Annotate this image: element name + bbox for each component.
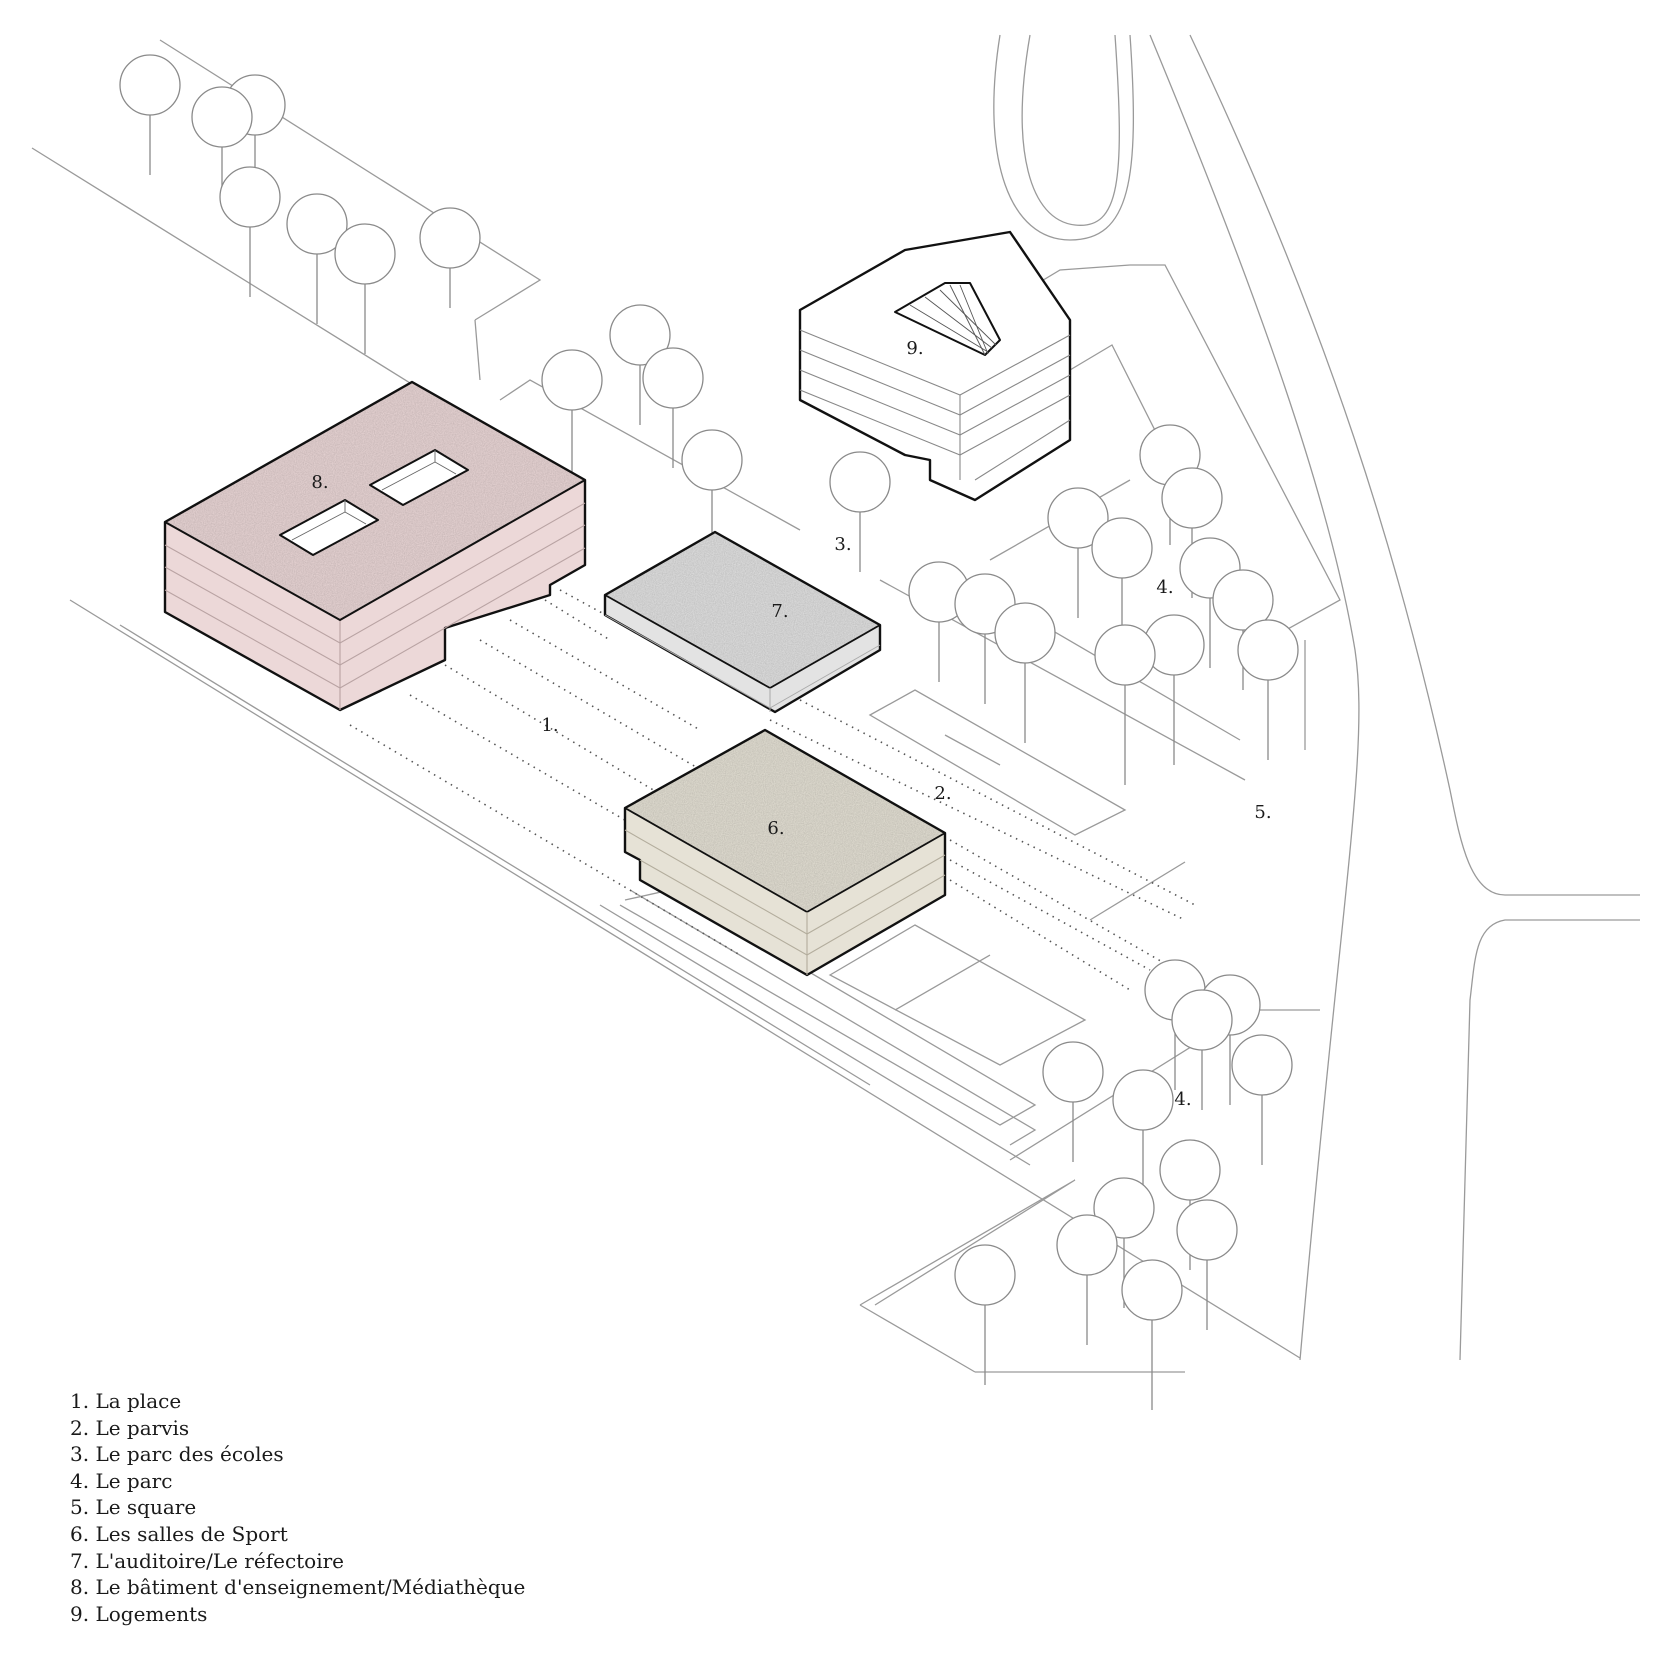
tree-canopy: [419, 207, 481, 269]
tree-canopy: [1091, 517, 1153, 579]
label-3: 3.: [834, 534, 851, 555]
trees: [119, 54, 1299, 1410]
tree-canopy: [642, 347, 704, 409]
label-5: 5.: [1254, 802, 1271, 823]
legend-item-3: 3. Le parc des écoles: [70, 1442, 284, 1467]
legend-item-4: 4. Le parc: [70, 1468, 173, 1493]
building-8-enseignement: [163, 380, 587, 712]
tree-canopy: [1161, 467, 1223, 529]
legend-item-8: 8. Le bâtiment d'enseignement/Médiathèqu…: [70, 1575, 526, 1600]
label-4-lower: 4.: [1174, 1089, 1191, 1110]
tree-canopy: [681, 429, 743, 491]
legend-item-6: 6. Les salles de Sport: [70, 1521, 288, 1546]
legend-item-7: 7. L'auditoire/Le réfectoire: [70, 1548, 345, 1573]
legend-item-5: 5. Le square: [70, 1495, 197, 1520]
tree-canopy: [829, 451, 891, 513]
tree-canopy: [1121, 1259, 1183, 1321]
tree-canopy: [1094, 624, 1156, 686]
building-9-logements: [798, 230, 1072, 502]
label-7: 7.: [771, 601, 788, 622]
tree-canopy: [119, 54, 181, 116]
building-6-salles-de-sport: [623, 728, 947, 977]
tree-canopy: [541, 349, 603, 411]
legend-item-1: 1. La place: [70, 1389, 182, 1413]
site-linework: [31, 34, 1640, 1373]
legend-item-9: 9. Logements: [70, 1601, 208, 1626]
tree-canopy: [1159, 1139, 1221, 1201]
tree-canopy: [1093, 1177, 1155, 1239]
tree-canopy: [1056, 1214, 1118, 1276]
tree-canopy: [191, 86, 253, 148]
tree-canopy: [286, 193, 348, 255]
tree-canopy: [219, 166, 281, 228]
tree-canopy: [1047, 487, 1109, 549]
tree-canopy: [1212, 569, 1274, 631]
tree-canopy: [1171, 989, 1233, 1051]
building-7-auditoire: [603, 530, 882, 714]
tree-canopy: [1176, 1199, 1238, 1261]
legend: 1. La place 2. Le parvis 3. Le parc des …: [70, 1388, 525, 1627]
tree-canopy: [1042, 1041, 1104, 1103]
label-2: 2.: [934, 783, 951, 804]
label-9: 9.: [906, 338, 923, 359]
tree-canopy: [1112, 1069, 1174, 1131]
tree-canopy: [954, 1244, 1016, 1306]
zone-labels: 1. 2. 3. 4. 4. 5. 6. 7. 8. 9.: [311, 338, 1271, 1110]
tree-canopy: [334, 223, 396, 285]
label-4-upper: 4.: [1156, 577, 1173, 598]
tree-canopy: [994, 602, 1056, 664]
label-6: 6.: [767, 818, 784, 839]
label-1: 1.: [541, 715, 558, 736]
tree-canopy: [609, 304, 671, 366]
tree-canopy: [1231, 1034, 1293, 1096]
label-8: 8.: [311, 472, 328, 493]
tree-canopy: [1237, 619, 1299, 681]
legend-item-2: 2. Le parvis: [70, 1415, 190, 1440]
